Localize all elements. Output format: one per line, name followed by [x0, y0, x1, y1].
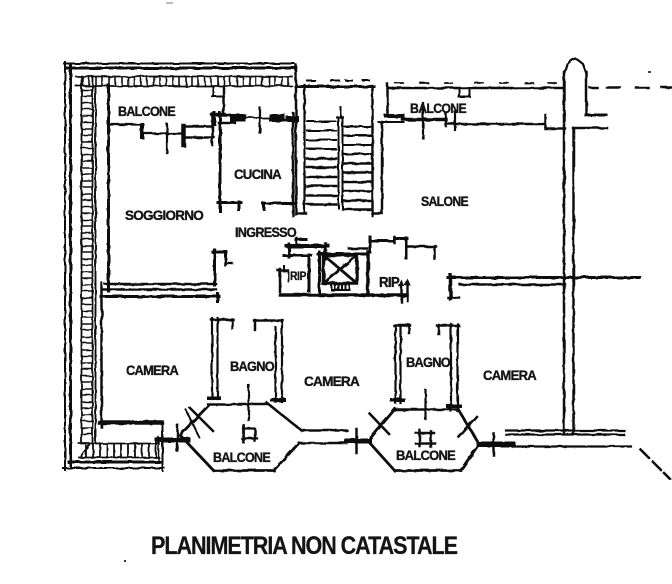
svg-text:CAMERA: CAMERA: [126, 362, 179, 378]
svg-text:SOGGIORNO: SOGGIORNO: [125, 207, 204, 223]
svg-text:RIP: RIP: [379, 275, 400, 291]
svg-text:BAGNO: BAGNO: [406, 354, 451, 370]
svg-text:BALCONE: BALCONE: [118, 103, 175, 119]
svg-text:BALCONE: BALCONE: [213, 449, 270, 465]
svg-text:BALCONE: BALCONE: [410, 100, 466, 116]
svg-text:CUCINA: CUCINA: [234, 166, 282, 182]
svg-text:BALCONE: BALCONE: [396, 447, 455, 463]
svg-text:PLANIMETRIA NON CATASTALE: PLANIMETRIA NON CATASTALE: [151, 532, 457, 560]
svg-text:CAMERA: CAMERA: [483, 367, 537, 383]
svg-text:RIP: RIP: [290, 269, 306, 283]
svg-text:SALONE: SALONE: [421, 193, 468, 209]
svg-text:INGRESSO: INGRESSO: [235, 224, 297, 240]
svg-text:BAGNO: BAGNO: [230, 358, 275, 374]
svg-text:CAMERA: CAMERA: [304, 373, 360, 389]
